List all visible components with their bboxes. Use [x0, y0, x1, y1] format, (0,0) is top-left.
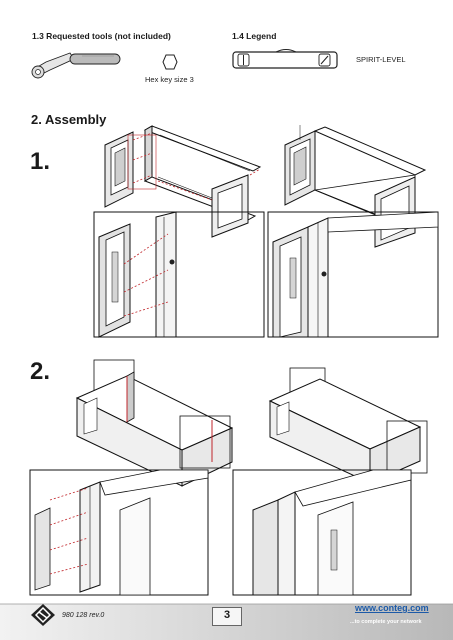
step2-detail-right-diagram [232, 469, 412, 596]
doc-reference: 980 128 rev.0 [62, 612, 105, 619]
step2-detail-left-diagram [29, 469, 209, 596]
page-number-box [212, 607, 242, 626]
step-2-number: 2. [30, 358, 51, 385]
tools-section-title: 1.3 Requested tools (not included) [32, 31, 171, 41]
conteg-logo-icon [31, 604, 55, 626]
step1-detail-right-diagram [267, 211, 439, 338]
hex-nut-icon [162, 54, 178, 70]
legend-section-title: 1.4 Legend [232, 31, 277, 41]
spirit-level-label: SPIRIT-LEVEL [356, 55, 406, 64]
step1-exploded-frame-diagram [104, 125, 262, 238]
hex-key-label: Hex key size 3 [145, 75, 194, 84]
page-number: 3 [223, 609, 231, 621]
website-link[interactable]: www.conteg.com [355, 603, 429, 613]
tagline: ...to complete your network [350, 619, 422, 625]
level-vial-icon [232, 49, 338, 69]
step1-detail-left-diagram [93, 211, 265, 338]
ratchet-wrench-icon [31, 52, 121, 79]
step2-frame-right-diagram [268, 367, 428, 484]
step1-assembled-frame-diagram [284, 125, 427, 248]
assembly-title: 2. Assembly [31, 112, 107, 127]
step-1-number: 1. [30, 148, 51, 175]
